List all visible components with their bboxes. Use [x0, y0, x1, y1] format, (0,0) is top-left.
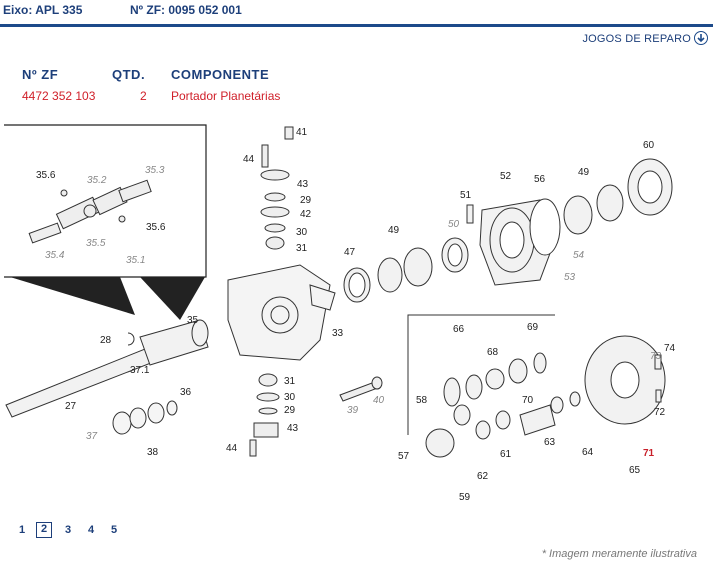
- svg-text:36: 36: [180, 387, 192, 398]
- svg-text:60: 60: [643, 140, 655, 151]
- bolt-39-40: [339, 376, 383, 402]
- svg-text:35.3: 35.3: [145, 165, 165, 176]
- svg-text:35.5: 35.5: [86, 238, 106, 249]
- svg-text:54: 54: [573, 250, 585, 261]
- svg-text:31: 31: [284, 376, 296, 387]
- part-quantity: 2: [140, 89, 147, 103]
- highlighted-callout-71: 71: [643, 448, 655, 459]
- repair-kits-link[interactable]: JOGOS DE REPARO: [582, 33, 691, 45]
- column-header-componente: COMPONENTE: [171, 67, 270, 82]
- svg-text:58: 58: [416, 395, 428, 406]
- page-link-5[interactable]: 5: [110, 524, 118, 536]
- svg-text:35.1: 35.1: [126, 255, 145, 266]
- bottom-kingpin-stack: [249, 373, 280, 457]
- part-component-name: Portador Planetárias: [171, 89, 281, 103]
- top-kingpin-stack: [260, 126, 294, 250]
- page-link-4[interactable]: 4: [87, 524, 95, 536]
- svg-text:40: 40: [373, 395, 385, 406]
- svg-text:47: 47: [344, 247, 356, 258]
- svg-text:44: 44: [243, 154, 255, 165]
- svg-text:35.2: 35.2: [87, 175, 107, 186]
- svg-text:39: 39: [347, 405, 359, 416]
- svg-text:69: 69: [527, 322, 539, 333]
- svg-text:35.6: 35.6: [146, 222, 166, 233]
- zf-number-label: Nº ZF: 0095 052 001: [130, 3, 242, 17]
- svg-text:52: 52: [500, 171, 512, 182]
- svg-text:66: 66: [453, 324, 465, 335]
- page-link-1[interactable]: 1: [18, 524, 26, 536]
- axle-label: Eixo: APL 335: [3, 3, 83, 17]
- svg-text:44: 44: [226, 443, 238, 454]
- svg-text:43: 43: [287, 423, 299, 434]
- planetary-carrier-group: [425, 335, 666, 458]
- svg-text:43: 43: [297, 179, 309, 190]
- page-link-3[interactable]: 3: [64, 524, 72, 536]
- svg-text:56: 56: [534, 174, 546, 185]
- planetary-guide-line: [407, 314, 555, 435]
- svg-text:63: 63: [544, 437, 556, 448]
- svg-text:35.4: 35.4: [45, 250, 65, 261]
- svg-text:33: 33: [332, 328, 344, 339]
- axle-shaft: [5, 319, 209, 418]
- svg-text:61: 61: [500, 449, 512, 460]
- header-bar: Eixo: APL 335 Nº ZF: 0095 052 001: [0, 0, 713, 24]
- part-zf-number: 4472 352 103: [22, 89, 96, 103]
- svg-text:65: 65: [629, 465, 641, 476]
- svg-text:62: 62: [477, 471, 489, 482]
- svg-text:37: 37: [86, 431, 98, 442]
- callout-labels: 41 44 43 29 42 30 31 35.6 35.2 35.3 35.6…: [36, 127, 676, 503]
- svg-text:29: 29: [284, 405, 296, 416]
- left-seal-parts: [112, 332, 178, 435]
- svg-text:30: 30: [296, 227, 308, 238]
- svg-text:49: 49: [578, 167, 590, 178]
- exploded-parts-diagram: 41 44 43 29 42 30 31 35.6 35.2 35.3 35.6…: [4, 124, 676, 503]
- svg-text:64: 64: [582, 447, 594, 458]
- svg-text:28: 28: [100, 335, 112, 346]
- svg-text:70: 70: [522, 395, 534, 406]
- svg-text:38: 38: [147, 447, 159, 458]
- svg-text:68: 68: [487, 347, 499, 358]
- svg-text:27: 27: [65, 401, 77, 412]
- svg-text:31: 31: [296, 243, 308, 254]
- column-header-zf: Nº ZF: [22, 67, 59, 82]
- svg-text:74: 74: [664, 343, 676, 354]
- svg-text:29: 29: [300, 195, 312, 206]
- inset-pointer-left: [10, 277, 135, 315]
- illustrative-image-note: * Imagem meramente ilustrativa: [541, 548, 697, 560]
- svg-text:30: 30: [284, 392, 296, 403]
- svg-text:49: 49: [388, 225, 400, 236]
- wheel-hub-group: [343, 158, 673, 303]
- svg-text:59: 59: [459, 492, 471, 503]
- svg-text:50: 50: [448, 219, 460, 230]
- svg-text:53: 53: [564, 272, 576, 283]
- svg-text:73: 73: [650, 351, 662, 362]
- svg-text:42: 42: [300, 209, 312, 220]
- arrow-down-circle-icon[interactable]: [694, 31, 708, 45]
- inset-pointer-right: [140, 277, 205, 320]
- central-housing: [227, 264, 336, 361]
- svg-text:37.1: 37.1: [130, 365, 150, 376]
- svg-text:35: 35: [187, 315, 199, 326]
- header-divider: [0, 24, 713, 27]
- universal-joint-inset: [28, 179, 152, 244]
- svg-text:41: 41: [296, 127, 308, 138]
- page-link-2-current[interactable]: 2: [36, 522, 52, 538]
- svg-text:57: 57: [398, 451, 410, 462]
- column-header-qtd: QTD.: [112, 67, 146, 82]
- svg-text:72: 72: [654, 407, 666, 418]
- svg-text:35.6: 35.6: [36, 170, 56, 181]
- svg-text:51: 51: [460, 190, 472, 201]
